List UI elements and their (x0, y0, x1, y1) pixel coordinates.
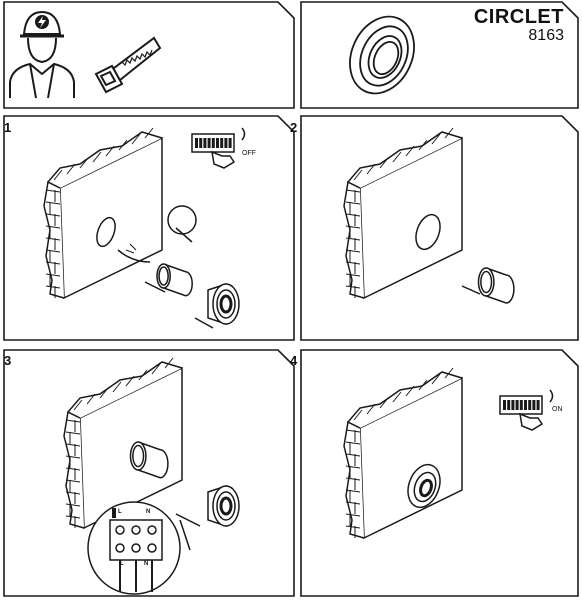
breaker-switch (532, 400, 536, 410)
brick-top (66, 357, 183, 419)
brick-top (46, 127, 163, 189)
breaker-switch (220, 138, 224, 148)
panel-step4-frame (300, 349, 579, 597)
breaker-switch (515, 400, 519, 410)
breaker-panel-icon (499, 389, 554, 431)
spotlight-fixture (207, 484, 240, 528)
breaker-switch (207, 138, 211, 148)
breaker-panel-icon (191, 127, 246, 169)
wall (63, 357, 183, 530)
breaker-switch (228, 138, 232, 148)
motion-line (194, 317, 214, 329)
terminal-label-n: N (146, 509, 151, 515)
terminal-label-l-bottom: L (120, 561, 124, 567)
mounting-sleeve (129, 441, 169, 479)
cable (179, 519, 191, 551)
switch-state-label: ON (552, 406, 563, 413)
breaker-switch (203, 138, 207, 148)
wall-hole (96, 216, 116, 248)
motion-line (144, 281, 166, 293)
breaker-switch (211, 138, 215, 148)
step-number: 3 (4, 353, 12, 368)
panel-step3-frame (3, 349, 295, 597)
mounting-sleeve (477, 267, 515, 304)
spotlight-fixture (207, 282, 240, 326)
brick-edge (343, 420, 365, 539)
breaker-switch (507, 400, 511, 410)
wall (343, 367, 463, 540)
breaker-switch (511, 400, 515, 410)
breaker-switch (524, 400, 527, 410)
terminal-label-l: L (118, 509, 122, 515)
breaker-switch (519, 400, 523, 410)
breaker-switch (528, 400, 532, 410)
wall (343, 127, 463, 300)
step-number: 1 (4, 120, 12, 135)
brick-edge (63, 410, 85, 529)
hand-icon (519, 412, 544, 431)
breaker-switch (195, 138, 198, 148)
brick-top (346, 127, 463, 189)
step-number: 4 (290, 353, 298, 368)
terminal-label-n-bottom: N (144, 561, 149, 567)
product-name: CIRCLET (473, 6, 564, 28)
brand-block: CIRCLET 8163 (474, 6, 564, 45)
detail-line (175, 227, 193, 243)
product-code: 8163 (528, 27, 564, 44)
step-number: 2 (290, 120, 298, 135)
cable (117, 249, 151, 263)
panel-step2-frame (300, 115, 579, 341)
wall-hole (415, 213, 441, 251)
hand-icon (211, 150, 236, 169)
breaker-switch (199, 138, 203, 148)
breaker-switch (503, 400, 506, 410)
motion-line (461, 285, 481, 295)
breaker-switch (536, 400, 540, 410)
cable-wires (125, 243, 137, 254)
brick-top (346, 367, 463, 429)
panel-step1-frame (3, 115, 295, 341)
terminal-block-detail (87, 501, 181, 595)
panel-tools-frame (3, 1, 295, 109)
motion-line (175, 513, 201, 527)
brick-edge (43, 180, 65, 299)
breaker-switch (224, 138, 228, 148)
switch-state-label: OFF (242, 150, 256, 157)
brick-edge (343, 180, 365, 299)
breaker-switch (216, 138, 219, 148)
mounting-sleeve (156, 263, 193, 297)
panel-product-frame (300, 1, 579, 109)
installed-spotlight (407, 463, 441, 509)
